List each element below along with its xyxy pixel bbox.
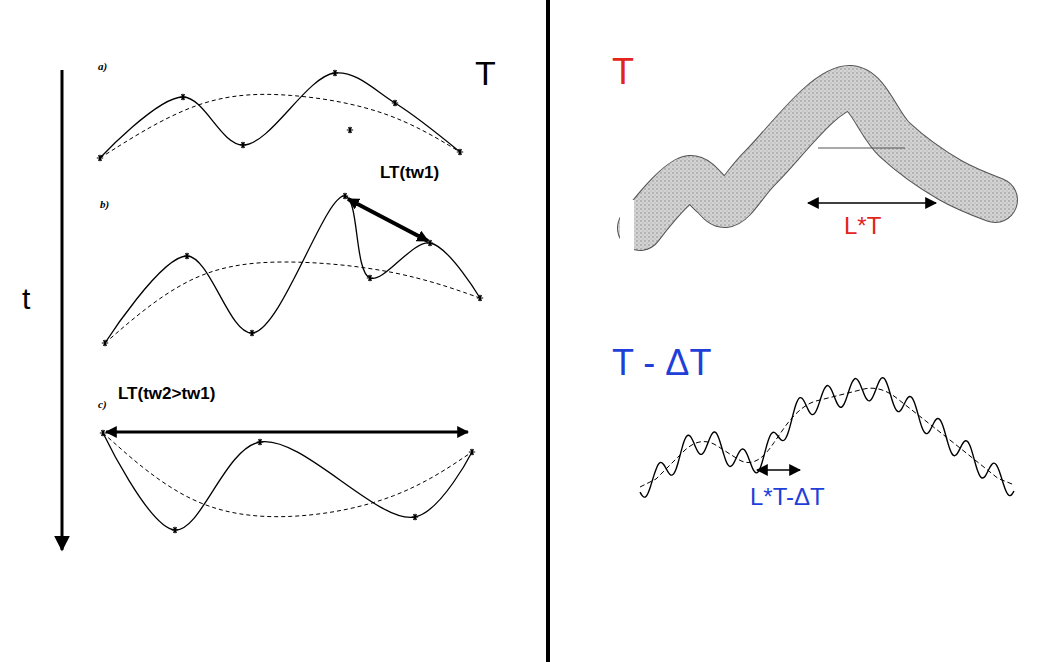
length-arrow — [348, 199, 428, 241]
temperature-label: T — [612, 52, 634, 92]
data-point-star — [102, 340, 108, 346]
data-point-star — [332, 70, 338, 76]
data-point-star — [240, 142, 246, 148]
data-point-star — [457, 149, 463, 155]
average-curve — [640, 388, 1014, 487]
data-point-star — [347, 127, 353, 133]
length-label: LT(tw2>tw1) — [118, 385, 215, 404]
average-curve — [100, 94, 460, 158]
temperature-label: T — [475, 55, 496, 92]
length-label: L*T-ΔT — [748, 484, 827, 510]
data-point-star — [342, 193, 348, 199]
average-curve — [105, 262, 480, 343]
length-arrow — [808, 202, 936, 203]
length-label: LT(tw1) — [380, 164, 439, 183]
energy-landscape-curve — [103, 433, 472, 530]
data-point-star — [172, 527, 178, 533]
data-point-star — [97, 155, 103, 161]
smoothed-band-outline — [640, 88, 995, 228]
panel-letter: b) — [100, 198, 109, 210]
average-curve — [103, 433, 472, 517]
length-arrow — [757, 469, 800, 471]
panel-letter: c) — [98, 398, 107, 410]
data-point-star — [469, 449, 475, 455]
data-point-star — [367, 275, 373, 281]
panel-divider — [546, 0, 550, 662]
time-arrow — [61, 70, 64, 550]
data-point-star — [100, 430, 106, 436]
panel-letter: a) — [98, 60, 107, 72]
data-point-star — [180, 94, 186, 100]
smoothed-band — [640, 88, 995, 228]
band-line — [818, 148, 905, 149]
data-point-star — [412, 514, 418, 520]
temperature-label: T - ΔT — [612, 343, 711, 383]
data-point-star — [184, 253, 190, 259]
data-point-star — [392, 100, 398, 106]
fluctuating-curve — [640, 378, 1014, 497]
length-arrow — [106, 431, 468, 434]
length-label: L*T — [842, 213, 883, 239]
energy-landscape-curve — [105, 196, 480, 343]
data-point-star — [257, 439, 263, 445]
energy-landscape-curve — [100, 73, 460, 158]
data-point-star — [249, 330, 255, 336]
data-point-star — [477, 295, 483, 301]
band-cut — [620, 200, 634, 260]
time-axis-label: t — [22, 282, 30, 315]
